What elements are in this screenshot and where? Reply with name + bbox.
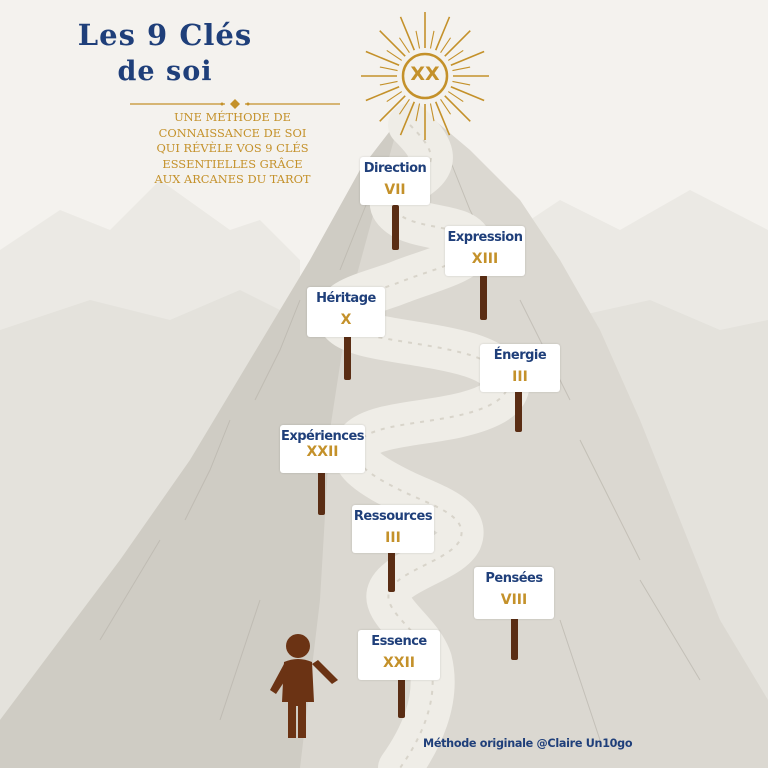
subtitle-line: qui révèle vos 9 clés xyxy=(156,141,309,155)
sign-post xyxy=(344,335,351,380)
sun-ray xyxy=(450,85,485,102)
title-line-1: Les 9 Clés xyxy=(77,18,253,52)
sun-ray xyxy=(444,30,471,57)
sign-post xyxy=(388,550,395,592)
sun-ray xyxy=(379,95,406,122)
summit-arcane: XX xyxy=(410,63,440,85)
subtitle-line: essentielles grâce xyxy=(162,156,303,171)
sun-ray xyxy=(447,49,464,61)
sign-energie: Énergie III xyxy=(480,344,560,392)
sign-expression: Expression XIII xyxy=(445,226,525,276)
sign-experiences: Expériences XXII xyxy=(280,425,365,473)
sun-ray xyxy=(399,101,416,136)
subtitle-line: aux arcanes du Tarot xyxy=(154,172,311,186)
sign-arcane: XXII xyxy=(306,444,339,460)
sign-post xyxy=(480,275,487,320)
credit-text: Méthode originale @Claire Un10go xyxy=(423,737,633,750)
sign-label: Essence xyxy=(371,634,427,649)
sun-icon xyxy=(361,12,489,140)
sign-arcane: III xyxy=(512,369,528,385)
subtitle: Une méthode de connaissance de soi qui r… xyxy=(105,110,360,188)
sun-ray xyxy=(447,91,464,103)
sun-ray xyxy=(429,103,435,122)
sun-ray xyxy=(365,50,400,67)
sign-label: Ressources xyxy=(353,509,433,524)
divider-diamond-icon xyxy=(130,99,340,109)
sun-ray xyxy=(386,49,403,61)
sun-ray xyxy=(450,50,485,67)
sun-ray xyxy=(434,16,451,51)
sign-post xyxy=(398,675,405,718)
sign-ressources: Ressources III xyxy=(352,505,434,553)
sun-ray xyxy=(399,16,416,51)
sun-ray xyxy=(379,66,398,72)
subtitle-line: connaissance de soi xyxy=(158,125,307,140)
sign-arcane: X xyxy=(340,312,352,328)
sign-arcane: III xyxy=(385,530,401,546)
sign-arcane: XIII xyxy=(471,251,499,267)
sun-ray xyxy=(379,30,406,57)
sign-label: Expression xyxy=(447,230,523,245)
sign-post xyxy=(392,205,399,250)
sign-arcane: VIII xyxy=(500,592,528,608)
sun-ray xyxy=(440,37,452,54)
sign-label: Expériences xyxy=(280,429,365,444)
sign-direction: Direction VII xyxy=(360,157,430,205)
sign-heritage: Héritage X xyxy=(307,287,385,337)
sun-ray xyxy=(440,98,452,115)
sign-essence: Essence XXII xyxy=(358,630,440,680)
sun-ray xyxy=(398,37,410,54)
sign-pensees: Pensées VIII xyxy=(474,567,554,619)
sign-label: Énergie xyxy=(493,348,547,363)
sun-ray xyxy=(452,66,471,72)
sun-ray xyxy=(452,80,471,86)
hiker-icon xyxy=(270,634,338,738)
sign-post xyxy=(515,390,522,432)
sun-ray xyxy=(415,30,421,49)
sign-post xyxy=(511,615,518,660)
title-line-2: de soi xyxy=(117,56,213,87)
sun-ray xyxy=(429,30,435,49)
sign-arcane: VII xyxy=(384,182,406,198)
sign-arcane: XXII xyxy=(382,655,415,671)
sun-ray xyxy=(398,98,410,115)
subtitle-line: Une méthode de xyxy=(174,110,291,124)
sun-ray xyxy=(434,101,451,136)
sun-ray xyxy=(365,85,400,102)
sun-ray xyxy=(444,95,471,122)
sign-label: Pensées xyxy=(485,571,543,586)
sun-ray xyxy=(379,80,398,86)
sign-label: Direction xyxy=(363,161,427,176)
sign-label: Héritage xyxy=(316,291,376,306)
sun-ray xyxy=(386,91,403,103)
sign-post xyxy=(318,470,325,515)
sun-ray xyxy=(415,103,421,122)
